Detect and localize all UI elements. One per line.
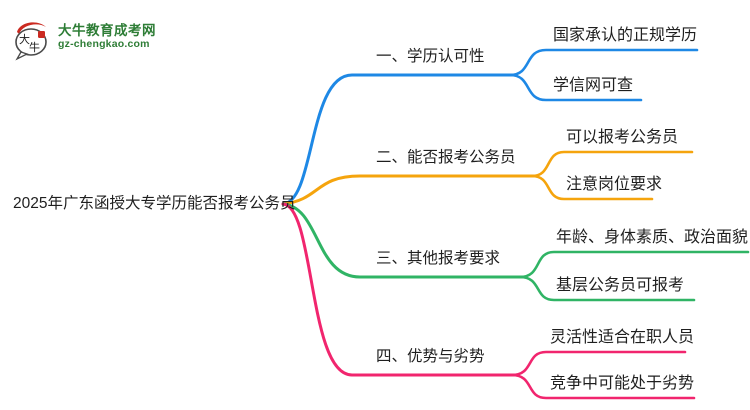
branch-3-line	[281, 202, 525, 279]
branch-3-label: 三、其他报考要求	[376, 250, 501, 267]
leaf-node: 可以报考公务员	[566, 129, 679, 146]
branch-3-child-1-line	[518, 250, 750, 279]
logo-title: 大牛教育成考网	[58, 23, 156, 38]
logo-mark-char-top: 大	[19, 32, 30, 46]
branch-4-line	[281, 202, 517, 377]
leaf-node: 注意岗位要求	[566, 176, 663, 193]
branch-2-child-1-line	[530, 150, 694, 178]
branch-2-line	[281, 174, 537, 206]
site-logo: 大 牛 大牛教育成考网 gz-chengkao.com	[10, 16, 200, 66]
branch-4-child-2-line	[510, 373, 696, 400]
logo-mark-char-bottom: 牛	[29, 40, 40, 54]
leaf-node: 竞争中可能处于劣势	[550, 375, 695, 392]
leaf-node: 基层公务员可报考	[556, 277, 685, 294]
branch-1-line	[281, 73, 515, 206]
leaf-node: 年龄、身体素质、政治面貌	[556, 229, 749, 246]
leaf-node: 灵活性适合在职人员	[550, 329, 695, 346]
branch-1-child-2-line	[508, 73, 643, 102]
leaf-node: 学信网可查	[553, 77, 634, 94]
branch-2-label: 二、能否报考公务员	[376, 149, 516, 166]
leaf-node: 国家承认的正规学历	[553, 27, 698, 44]
logo-domain: gz-chengkao.com	[58, 38, 150, 50]
root-topic: 2025年广东函授大专学历能否报考公务员	[13, 195, 296, 212]
branch-4-child-1-line	[510, 350, 687, 377]
branch-1-label: 一、学历认可性	[376, 48, 485, 65]
branch-1-child-1-line	[508, 48, 699, 77]
branch-4-label: 四、优势与劣势	[376, 348, 485, 365]
branch-2-child-2-line	[530, 174, 654, 201]
branch-3-child-2-line	[518, 275, 696, 302]
daniu-speech-bubble-icon: 大 牛	[15, 22, 47, 61]
